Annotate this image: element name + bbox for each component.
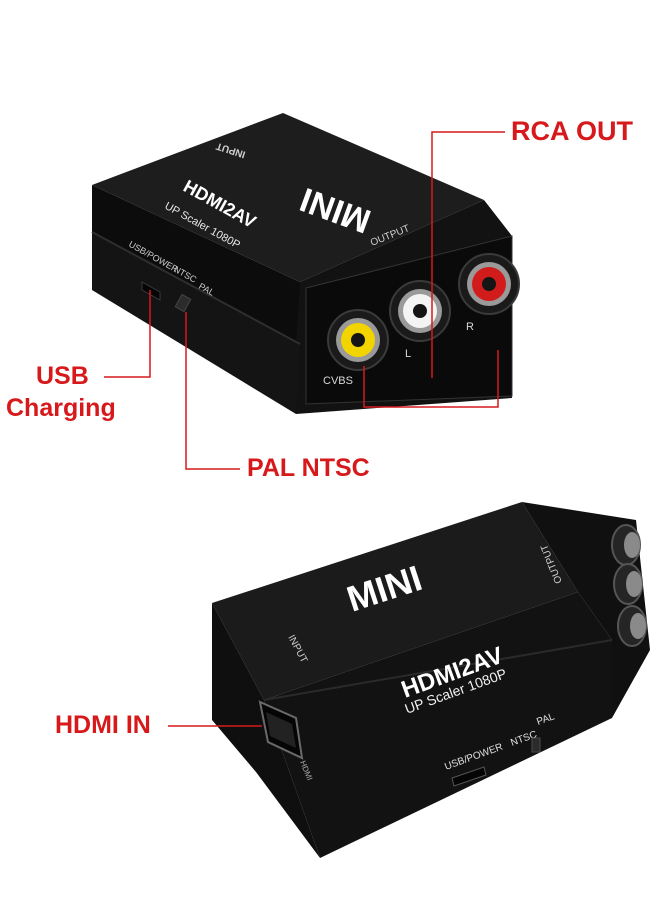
hdmi-in-callout: HDMI IN: [55, 711, 151, 739]
pal-ntsc-leader: [185, 312, 240, 470]
bottom-rca-jack-1: [611, 524, 641, 566]
bottom-rca-jack-3: [617, 605, 647, 647]
bottom-rca-jack-2: [613, 563, 643, 605]
usb-callout: USB: [36, 362, 89, 390]
top-device-left-face: [92, 185, 300, 344]
top-device: INPUT MINI HDMI2AV UP Scaler 1080P OUTPU…: [91, 113, 520, 414]
rca-out-callout: RCA OUT: [511, 116, 633, 146]
bottom-device-seam: [263, 639, 613, 701]
top-device-seam: [91, 231, 301, 345]
top-usb-port: [141, 281, 161, 301]
bottom-device-top-face: [212, 502, 578, 700]
rca-out-leader: [431, 131, 505, 378]
pal-ntsc-callout: PAL NTSC: [247, 454, 370, 482]
bottom-usb-port: [451, 766, 487, 787]
rca-out-bracket: [363, 350, 499, 408]
bottom-pal-ntsc-switch: [531, 737, 541, 753]
usb-charging-leader: [104, 290, 151, 378]
top-r-label: R: [466, 321, 474, 333]
top-cvbs-label: CVBS: [323, 375, 353, 387]
top-device-top-face: [92, 113, 484, 282]
top-rca-right-jack: [458, 253, 520, 315]
top-device-lower-side: [92, 232, 300, 414]
top-rca-video-jack: [327, 309, 389, 371]
top-l-label: L: [405, 348, 411, 360]
charging-callout: Charging: [6, 394, 116, 422]
bottom-device: MINI HDMI2AV UP Scaler 1080P OUTPUT INPU…: [212, 502, 650, 858]
bottom-hdmi-port-inner: [266, 712, 296, 748]
callout-lines: [104, 131, 505, 727]
top-pal-ntsc-switch: [174, 293, 192, 313]
bottom-device-front-face: [264, 592, 612, 858]
top-rca-left-jack: [389, 280, 451, 342]
